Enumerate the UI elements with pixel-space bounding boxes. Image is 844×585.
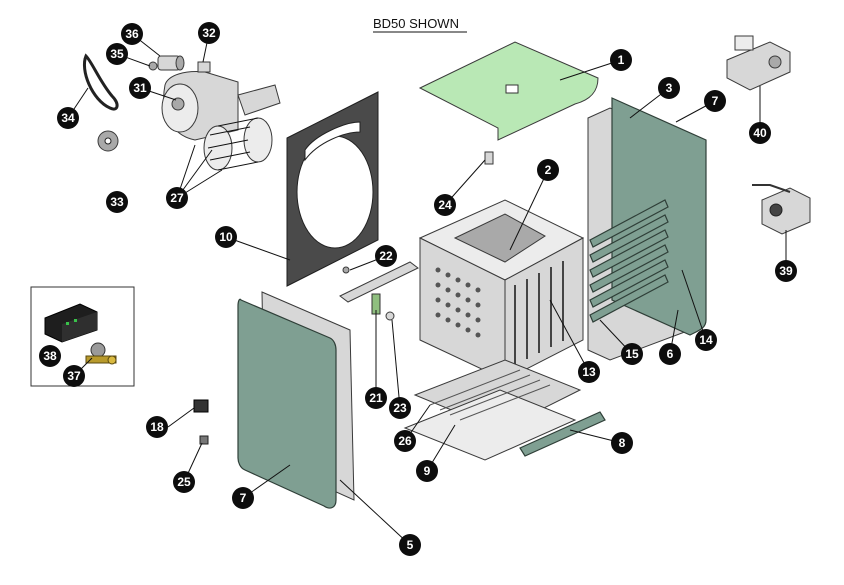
svg-text:3: 3	[666, 81, 673, 95]
motor-part-36	[157, 55, 185, 71]
callout-35: 35	[106, 43, 128, 65]
callout-10: 10	[215, 226, 237, 248]
svg-text:5: 5	[407, 538, 414, 552]
door-panel-part-7-left	[237, 298, 337, 509]
part-24	[484, 151, 494, 165]
callout-7-right: 7	[704, 90, 726, 112]
svg-text:24: 24	[438, 198, 452, 212]
callout-8: 8	[611, 432, 633, 454]
fins-part-15	[589, 199, 669, 323]
front-panel-part-10	[286, 91, 379, 287]
svg-text:34: 34	[61, 111, 75, 125]
svg-text:36: 36	[125, 27, 139, 41]
callout-38: 38	[39, 345, 61, 367]
heat-exchanger-part-2	[418, 199, 585, 381]
manifold-part-21	[339, 261, 419, 315]
svg-text:10: 10	[219, 230, 233, 244]
callout-1: 1	[610, 49, 632, 71]
svg-text:18: 18	[150, 420, 164, 434]
callout-2: 2	[537, 159, 559, 181]
svg-text:8: 8	[619, 436, 626, 450]
svg-text:25: 25	[177, 475, 191, 489]
callout-21: 21	[365, 387, 387, 409]
part-35	[148, 61, 158, 71]
svg-text:14: 14	[699, 333, 713, 347]
callout-15: 15	[621, 343, 643, 365]
callout-13: 13	[578, 361, 600, 383]
svg-text:32: 32	[202, 26, 216, 40]
svg-text:31: 31	[133, 81, 147, 95]
svg-text:37: 37	[67, 369, 81, 383]
svg-text:7: 7	[240, 491, 247, 505]
pulley-part-33	[97, 130, 119, 152]
svg-text:27: 27	[170, 191, 184, 205]
callout-36: 36	[121, 23, 143, 45]
blower-assembly	[161, 71, 281, 171]
callout-25: 25	[173, 471, 195, 493]
part-25	[199, 435, 209, 445]
rail-part-8	[519, 411, 606, 457]
part-32	[197, 61, 211, 73]
part-23	[385, 311, 395, 321]
callout-39: 39	[775, 260, 797, 282]
module-part-38	[44, 303, 98, 343]
svg-text:23: 23	[393, 401, 407, 415]
svg-text:15: 15	[625, 347, 639, 361]
callout-6: 6	[659, 343, 681, 365]
svg-text:2: 2	[545, 163, 552, 177]
callout-7-left: 7	[232, 487, 254, 509]
callout-31: 31	[129, 77, 151, 99]
svg-text:22: 22	[379, 249, 393, 263]
top-panel-part-1	[418, 41, 599, 141]
svg-text:13: 13	[582, 365, 596, 379]
callout-18: 18	[146, 416, 168, 438]
blower-wheel-part-27	[203, 117, 273, 171]
inset-box	[30, 286, 135, 387]
gas-valve-part-39	[752, 184, 811, 235]
svg-text:39: 39	[779, 264, 793, 278]
callout-27: 27	[166, 187, 188, 209]
svg-text:9: 9	[424, 464, 431, 478]
callout-22: 22	[375, 245, 397, 267]
callout-33: 33	[106, 191, 128, 213]
svg-text:26: 26	[398, 434, 412, 448]
svg-text:38: 38	[43, 349, 57, 363]
svg-text:6: 6	[667, 347, 674, 361]
part-22	[342, 266, 350, 274]
callout-3: 3	[658, 77, 680, 99]
callout-34: 34	[57, 107, 79, 129]
belt-part-34	[83, 53, 119, 111]
callout-9: 9	[416, 460, 438, 482]
diagram-title: BD50 SHOWN	[373, 16, 459, 31]
callout-23: 23	[389, 397, 411, 419]
callout-26: 26	[394, 430, 416, 452]
svg-text:1: 1	[618, 53, 625, 67]
svg-text:33: 33	[110, 195, 124, 209]
svg-text:40: 40	[753, 126, 767, 140]
callout-24: 24	[434, 194, 456, 216]
callout-32: 32	[198, 22, 220, 44]
callout-14: 14	[695, 329, 717, 351]
burner-tray-part-9	[403, 359, 582, 461]
svg-text:21: 21	[369, 391, 383, 405]
callout-40: 40	[749, 122, 771, 144]
svg-text:7: 7	[712, 94, 719, 108]
part-18	[193, 399, 209, 413]
gas-valve-part-40	[726, 35, 791, 91]
callout-37: 37	[63, 365, 85, 387]
callout-5: 5	[399, 534, 421, 556]
valve-part-37	[85, 342, 117, 365]
svg-text:35: 35	[110, 47, 124, 61]
